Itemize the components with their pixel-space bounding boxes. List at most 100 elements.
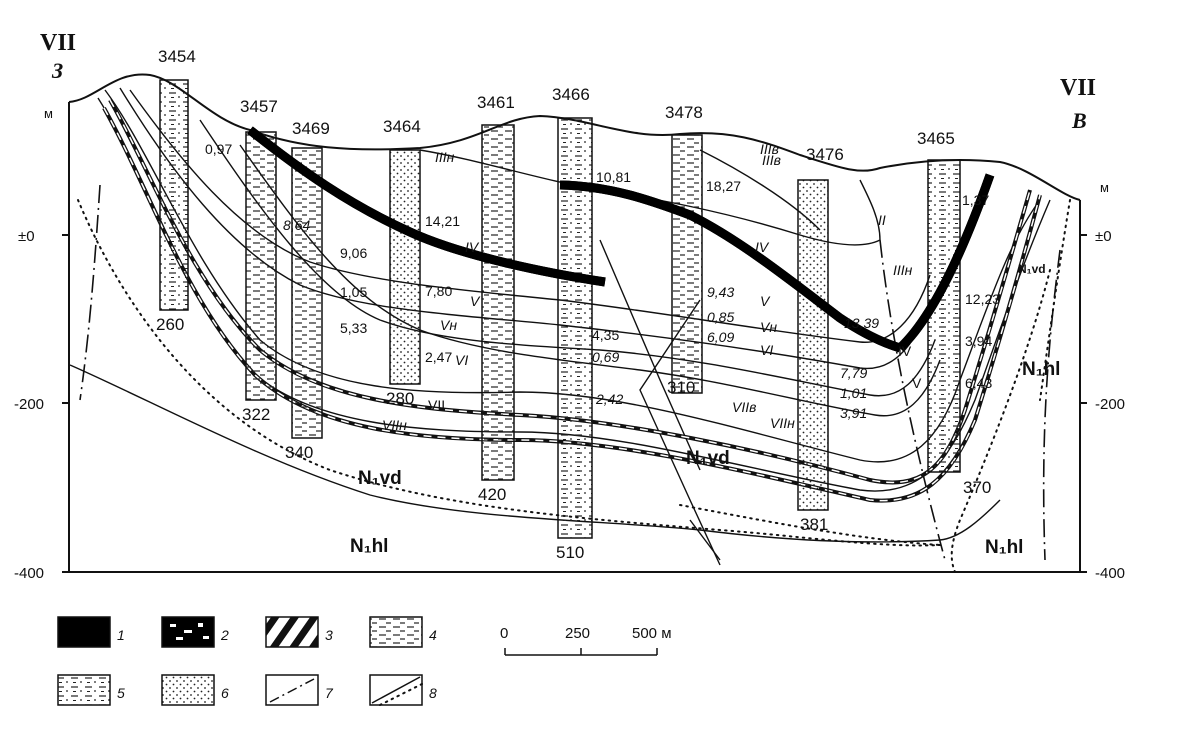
borehole-column (159, 79, 189, 311)
thickness-value: 7,80 (425, 283, 452, 299)
legend-number: 3 (325, 627, 333, 643)
seam-label: IIIв (760, 141, 779, 157)
seam-label: Vн (440, 317, 457, 333)
thickness-value: 0,85 (707, 309, 734, 325)
formation-label: N₁hl (985, 537, 1023, 558)
legend-swatch-coal (57, 616, 111, 648)
legend-number: 2 (220, 627, 229, 643)
seam-label: VII (428, 397, 445, 413)
borehole-column (389, 149, 421, 385)
thickness-value: 14,21 (425, 213, 460, 229)
well-number: 3476 (806, 145, 844, 164)
seam-label: IIIн (435, 149, 455, 165)
thickness-value: 5,33 (340, 320, 367, 336)
thickness-value: 1,01 (840, 385, 867, 401)
scale-label: 250 (565, 625, 590, 642)
well-number: 3464 (383, 117, 421, 136)
legend-swatch-sandstone (161, 674, 215, 706)
borehole-column (797, 179, 829, 511)
legend-number: 8 (429, 685, 437, 701)
legend-swatch-siltstone (57, 674, 111, 706)
coal-seam-iv-over (247, 126, 995, 353)
seam-label: IIIв (762, 152, 781, 168)
thickness-value: 3,91 (840, 405, 867, 421)
legend-swatch-hatched (265, 616, 319, 648)
well-depth: 310 (667, 378, 695, 397)
seam-label: II (878, 212, 886, 228)
well-depths: 260 322 340 280 420 510 310 381 370 (156, 315, 991, 562)
section-id-west: VII (40, 30, 76, 56)
formation-label: N₁vd (358, 468, 402, 489)
thickness-value: 6,09 (707, 329, 734, 345)
legend-number: 1 (117, 627, 125, 643)
section-frame (62, 102, 1087, 573)
seam-label: VIIв (732, 399, 756, 415)
well-depth: 280 (386, 389, 414, 408)
well-number: 3461 (477, 93, 515, 112)
formation-labels: N₁vd N₁vd N₁vd N₁hl N₁hl N₁hl (350, 262, 1060, 558)
depth-tick-right: -200 (1095, 396, 1125, 413)
depth-tick-left: -200 (14, 396, 44, 413)
legend-number: 4 (429, 627, 437, 643)
borehole-column (245, 131, 277, 401)
seam-label: V (470, 293, 481, 309)
thickness-value: 6,43 (965, 375, 992, 391)
seam-label: IV (898, 343, 912, 359)
seam-label: V (760, 293, 771, 309)
well-depth: 381 (800, 515, 828, 534)
seam-label: IIIн (893, 262, 913, 278)
legend-number: 6 (221, 685, 229, 701)
depth-unit-right: м (1100, 180, 1109, 195)
well-depth: 322 (242, 405, 270, 424)
seam-label: Vн (760, 319, 777, 335)
faults (79, 184, 1061, 561)
thickness-value: 12,23 (965, 291, 1000, 307)
depth-tick-right: ±0 (1095, 228, 1112, 245)
well-number: 3454 (158, 47, 196, 66)
borehole-column (671, 134, 703, 394)
section-id-east: VII (1060, 75, 1096, 101)
east-direction-label: В (1071, 108, 1087, 133)
thickness-value: 9,06 (340, 245, 367, 261)
seam-label: VIIн (770, 415, 795, 431)
thickness-value: 7,79 (840, 365, 867, 381)
depth-unit-left: м (44, 106, 53, 121)
thickness-value: 0,97 (205, 141, 232, 157)
seam-label: VI (760, 342, 773, 358)
seam-label: IV (755, 239, 770, 255)
well-number: 3465 (917, 129, 955, 148)
thickness-value: 18,27 (706, 178, 741, 194)
legend-number: 7 (325, 685, 334, 701)
seam-label: IV (465, 239, 480, 255)
formation-label: N₁vd (686, 448, 730, 469)
depth-tick-left: -400 (14, 565, 44, 582)
seam-labels: IIIн IV V Vн VI VII VIIн IIIв IV V Vн VI… (382, 141, 922, 433)
legend-number: 5 (117, 685, 125, 701)
scale-label: 500 м (632, 625, 672, 642)
formation-label: N₁vd (1018, 262, 1046, 276)
formation-label: N₁hl (350, 536, 388, 557)
seam-label: VIIн (382, 417, 407, 433)
well-depth: 340 (285, 443, 313, 462)
thickness-value: 10,81 (596, 169, 631, 185)
seam-thickness-values: 0,97 8,64 9,06 1,05 5,33 14,21 7,80 2,47… (205, 141, 1000, 421)
boreholes (159, 79, 961, 539)
well-depth: 370 (963, 478, 991, 497)
scale-label: 0 (500, 625, 508, 642)
depth-tick-left: ±0 (18, 228, 35, 245)
thickness-value: 4,35 (592, 327, 619, 343)
well-number: 3469 (292, 119, 330, 138)
seam-vii-double-inner (103, 99, 1041, 502)
thickness-value: 0,69 (592, 349, 619, 365)
well-numbers: 3454 3457 3469 3464 3461 3466 3478 3476 … (158, 47, 955, 164)
thickness-value: 2,42 (595, 391, 623, 407)
seam-label: VI (455, 352, 468, 368)
borehole-column (481, 124, 515, 481)
borehole-column (291, 147, 323, 439)
depth-tick-right: -400 (1095, 565, 1125, 582)
formation-label: N₁hl (1022, 359, 1060, 380)
well-depth: 260 (156, 315, 184, 334)
thickness-value: 9,43 (707, 284, 734, 300)
scale-bar (504, 648, 658, 656)
legend (57, 616, 423, 706)
